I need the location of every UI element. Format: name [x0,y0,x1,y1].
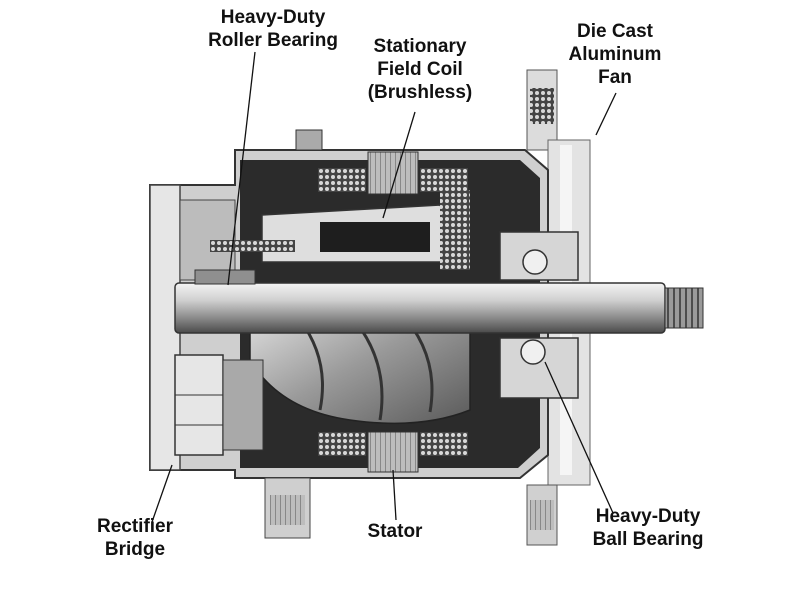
leader-roller-bearing [227,51,256,286]
shaft [174,282,704,334]
label-roller-bearing-line2: Roller Bearing [208,30,338,51]
label-ball-bearing-line2: Ball Bearing [592,529,704,550]
label-field-coil: Stationary Field Coil (Brushless) [350,35,490,104]
label-fan-line1: Die Cast [576,21,654,42]
label-fan-line3: Fan [598,67,632,88]
label-ball-bearing: Heavy-Duty Ball Bearing [568,505,728,551]
label-ball-bearing-line1: Heavy-Duty [595,506,701,527]
label-fan: Die Cast Aluminum Fan [555,20,675,89]
leader-lines [151,51,617,523]
label-field-coil-line2: Field Coil [377,59,463,80]
label-rectifier-line2: Bridge [104,539,166,560]
leader-fan [595,92,617,136]
label-stator-line1: Stator [367,521,423,542]
label-field-coil-line3: (Brushless) [367,82,473,103]
label-field-coil-line1: Stationary [373,36,467,57]
ball-bearing [499,231,579,399]
stator [318,151,468,473]
label-fan-line2: Aluminum [568,44,662,65]
label-rectifier-bridge: Rectifier Bridge [70,515,200,561]
rectifier-bridge [174,354,264,456]
leader-ball-bearing [544,361,614,514]
leader-field-coil [382,111,416,219]
label-rectifier-line1: Rectifier [96,516,174,537]
leader-stator [392,469,397,521]
label-roller-bearing: Heavy-Duty Roller Bearing [188,6,358,52]
label-stator: Stator [350,520,440,543]
label-roller-bearing-line1: Heavy-Duty [220,7,326,28]
roller-bearing [194,240,295,285]
field-coil [261,190,470,270]
leader-rectifier [151,464,173,523]
